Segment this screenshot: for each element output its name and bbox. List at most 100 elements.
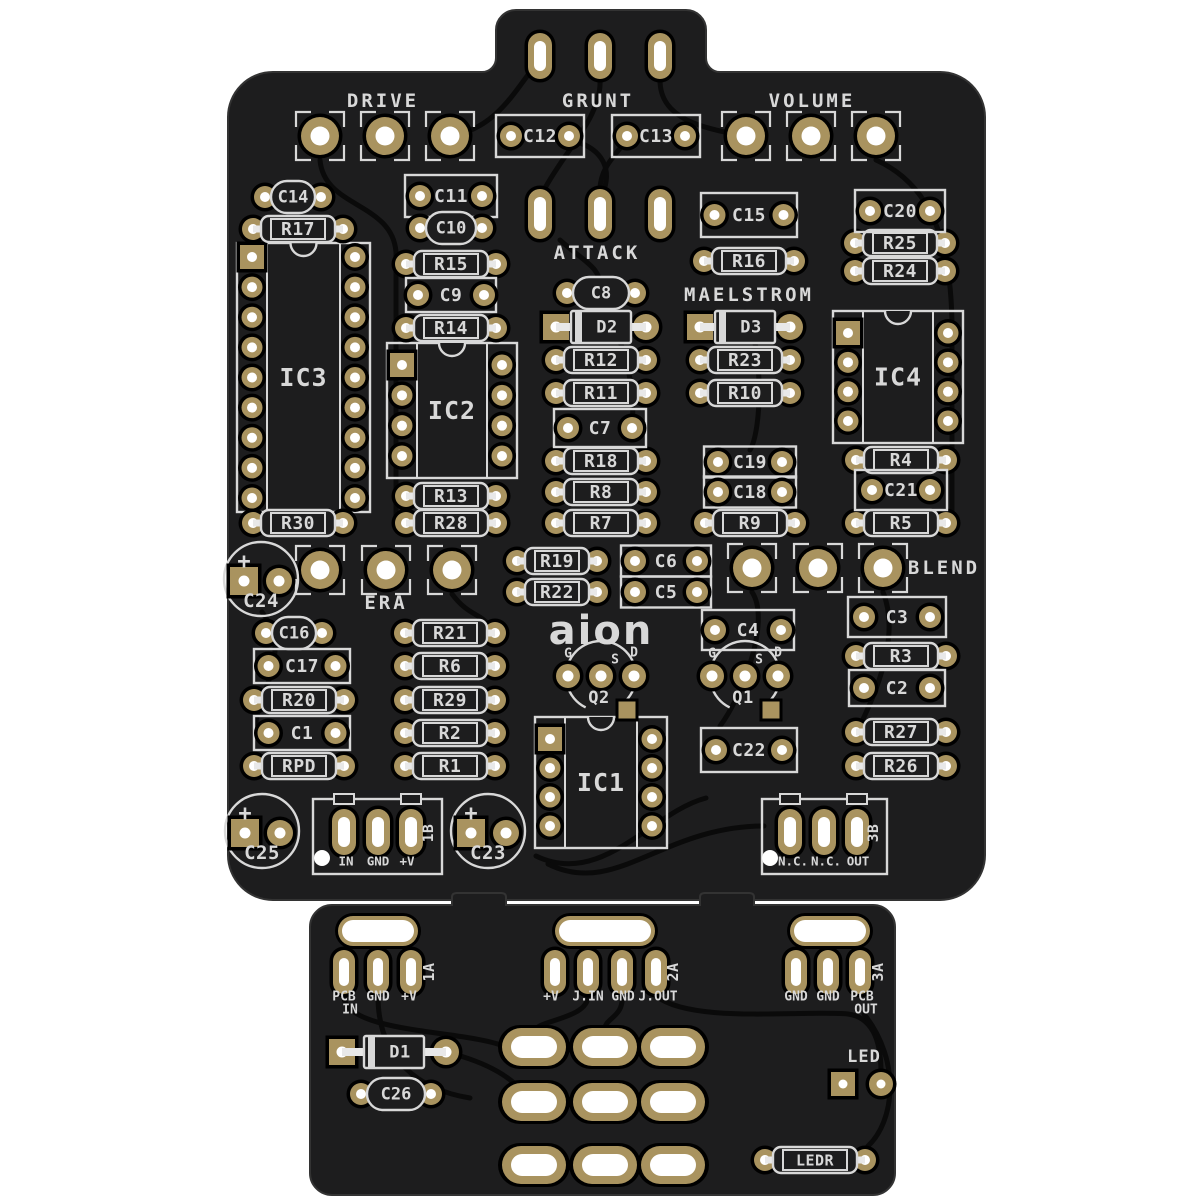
svg-text:aion: aion xyxy=(549,608,654,654)
pin-label-v: +V xyxy=(543,990,559,1005)
svg-text:D3: D3 xyxy=(740,318,761,338)
svg-text:R8: R8 xyxy=(590,482,613,503)
svg-text:IC1: IC1 xyxy=(577,768,625,797)
svg-text:ATTACK: ATTACK xyxy=(554,242,641,264)
component-C24: +C24 xyxy=(222,540,300,618)
svg-text:R28: R28 xyxy=(434,513,468,534)
svg-text:R21: R21 xyxy=(433,623,467,644)
component-D2: D2 xyxy=(539,309,663,345)
label-era: ERA xyxy=(364,592,407,614)
svg-text:GND: GND xyxy=(611,990,635,1005)
component-R10: R10 xyxy=(685,378,805,408)
jack-slot-pad xyxy=(569,1025,641,1069)
svg-text:R22: R22 xyxy=(540,582,574,603)
attack-slot-pad xyxy=(644,185,676,243)
component-R6: R6 xyxy=(390,651,510,681)
component-C26: C26 xyxy=(346,1076,446,1112)
svg-text:C14: C14 xyxy=(278,188,309,208)
jack-slot-pad xyxy=(569,1080,641,1124)
svg-text:ERA: ERA xyxy=(364,592,407,614)
label-attack: ATTACK xyxy=(554,242,641,264)
component-R4: R4 xyxy=(841,445,961,475)
svg-text:C3: C3 xyxy=(886,607,909,628)
svg-text:C19: C19 xyxy=(733,452,767,473)
tab-slot-pad xyxy=(524,29,556,83)
svg-text:R3: R3 xyxy=(890,646,913,667)
svg-text:R5: R5 xyxy=(890,513,913,534)
jack-slot-pad xyxy=(569,1143,641,1187)
svg-text:3B: 3B xyxy=(866,824,882,842)
svg-text:D1: D1 xyxy=(389,1043,410,1063)
svg-text:R9: R9 xyxy=(739,513,762,534)
svg-text:IC3: IC3 xyxy=(279,363,327,392)
svg-text:C12: C12 xyxy=(523,126,557,147)
jack-slot-pad xyxy=(498,1080,570,1124)
svg-text:S: S xyxy=(611,653,619,668)
svg-text:R18: R18 xyxy=(584,451,618,472)
svg-text:LED: LED xyxy=(847,1047,881,1067)
svg-text:C22: C22 xyxy=(732,740,766,761)
svg-text:C1: C1 xyxy=(291,723,314,744)
svg-text:IC2: IC2 xyxy=(428,396,476,425)
component-D3: D3 xyxy=(683,309,807,345)
pin-label-gnd: GND xyxy=(611,990,635,1005)
component-R13: R13 xyxy=(391,481,511,511)
component-C21: C21 xyxy=(853,468,949,512)
component-C11: C11 xyxy=(403,173,499,219)
component-R24: R24 xyxy=(840,256,960,286)
component-IC2: IC2 xyxy=(385,341,519,480)
svg-text:Q1: Q1 xyxy=(732,688,753,708)
svg-text:N.C.: N.C. xyxy=(778,854,808,869)
label-grunt: GRUNT xyxy=(562,90,631,112)
component-R3: R3 xyxy=(841,641,961,671)
connector-3A: 3A xyxy=(781,946,887,998)
component-C15: C15 xyxy=(699,191,799,239)
jack-slot-pad xyxy=(637,1143,709,1187)
svg-text:D2: D2 xyxy=(596,318,617,338)
svg-text:+V: +V xyxy=(543,990,559,1005)
svg-text:R4: R4 xyxy=(890,450,913,471)
component-R17: R17 xyxy=(238,214,358,244)
svg-text:LEDR: LEDR xyxy=(796,1152,835,1170)
svg-text:D: D xyxy=(774,646,782,661)
svg-text:R19: R19 xyxy=(540,551,574,572)
component-C7: C7 xyxy=(552,407,648,449)
svg-text:+V: +V xyxy=(399,854,415,869)
svg-text:C25: C25 xyxy=(244,842,280,864)
svg-text:PCB: PCB xyxy=(332,990,356,1005)
component-C18: C18 xyxy=(702,475,798,509)
jack-slot-pad xyxy=(498,1143,570,1187)
svg-text:C9: C9 xyxy=(440,285,463,306)
pin-label-in: IN xyxy=(342,1003,358,1018)
pin-label-gnd: GND xyxy=(784,990,808,1005)
component-R9: R9 xyxy=(690,508,810,538)
components: IC3IC2IC4IC1R17R30R15R14R13R28R16R25R24R… xyxy=(222,29,977,1187)
component-C23: +C23 xyxy=(449,792,527,870)
component-RPD: RPD xyxy=(239,751,359,781)
svg-text:R16: R16 xyxy=(732,251,766,272)
svg-text:R27: R27 xyxy=(884,722,918,743)
svg-text:R23: R23 xyxy=(728,350,762,371)
component-R26: R26 xyxy=(841,751,961,781)
component-C14: C14 xyxy=(250,179,336,215)
pin-label-jout: J.OUT xyxy=(638,990,677,1005)
svg-text:R13: R13 xyxy=(434,486,468,507)
svg-text:C17: C17 xyxy=(285,656,319,677)
component-IC4: IC4 xyxy=(831,309,965,445)
tab-slot-pad xyxy=(584,29,616,83)
attack-slot-pad xyxy=(524,185,556,243)
pot-pads-blend xyxy=(726,542,909,594)
svg-text:J.IN: J.IN xyxy=(572,990,603,1005)
connector-2A: 2A xyxy=(540,946,682,998)
svg-text:DRIVE: DRIVE xyxy=(347,90,419,112)
label-drive: DRIVE xyxy=(347,90,419,112)
svg-text:GND: GND xyxy=(784,990,808,1005)
svg-text:R14: R14 xyxy=(434,318,468,339)
component-C20: C20 xyxy=(853,188,947,234)
component-R23: R23 xyxy=(685,345,805,375)
jack-slot-pad xyxy=(637,1025,709,1069)
svg-text:C23: C23 xyxy=(470,842,506,864)
